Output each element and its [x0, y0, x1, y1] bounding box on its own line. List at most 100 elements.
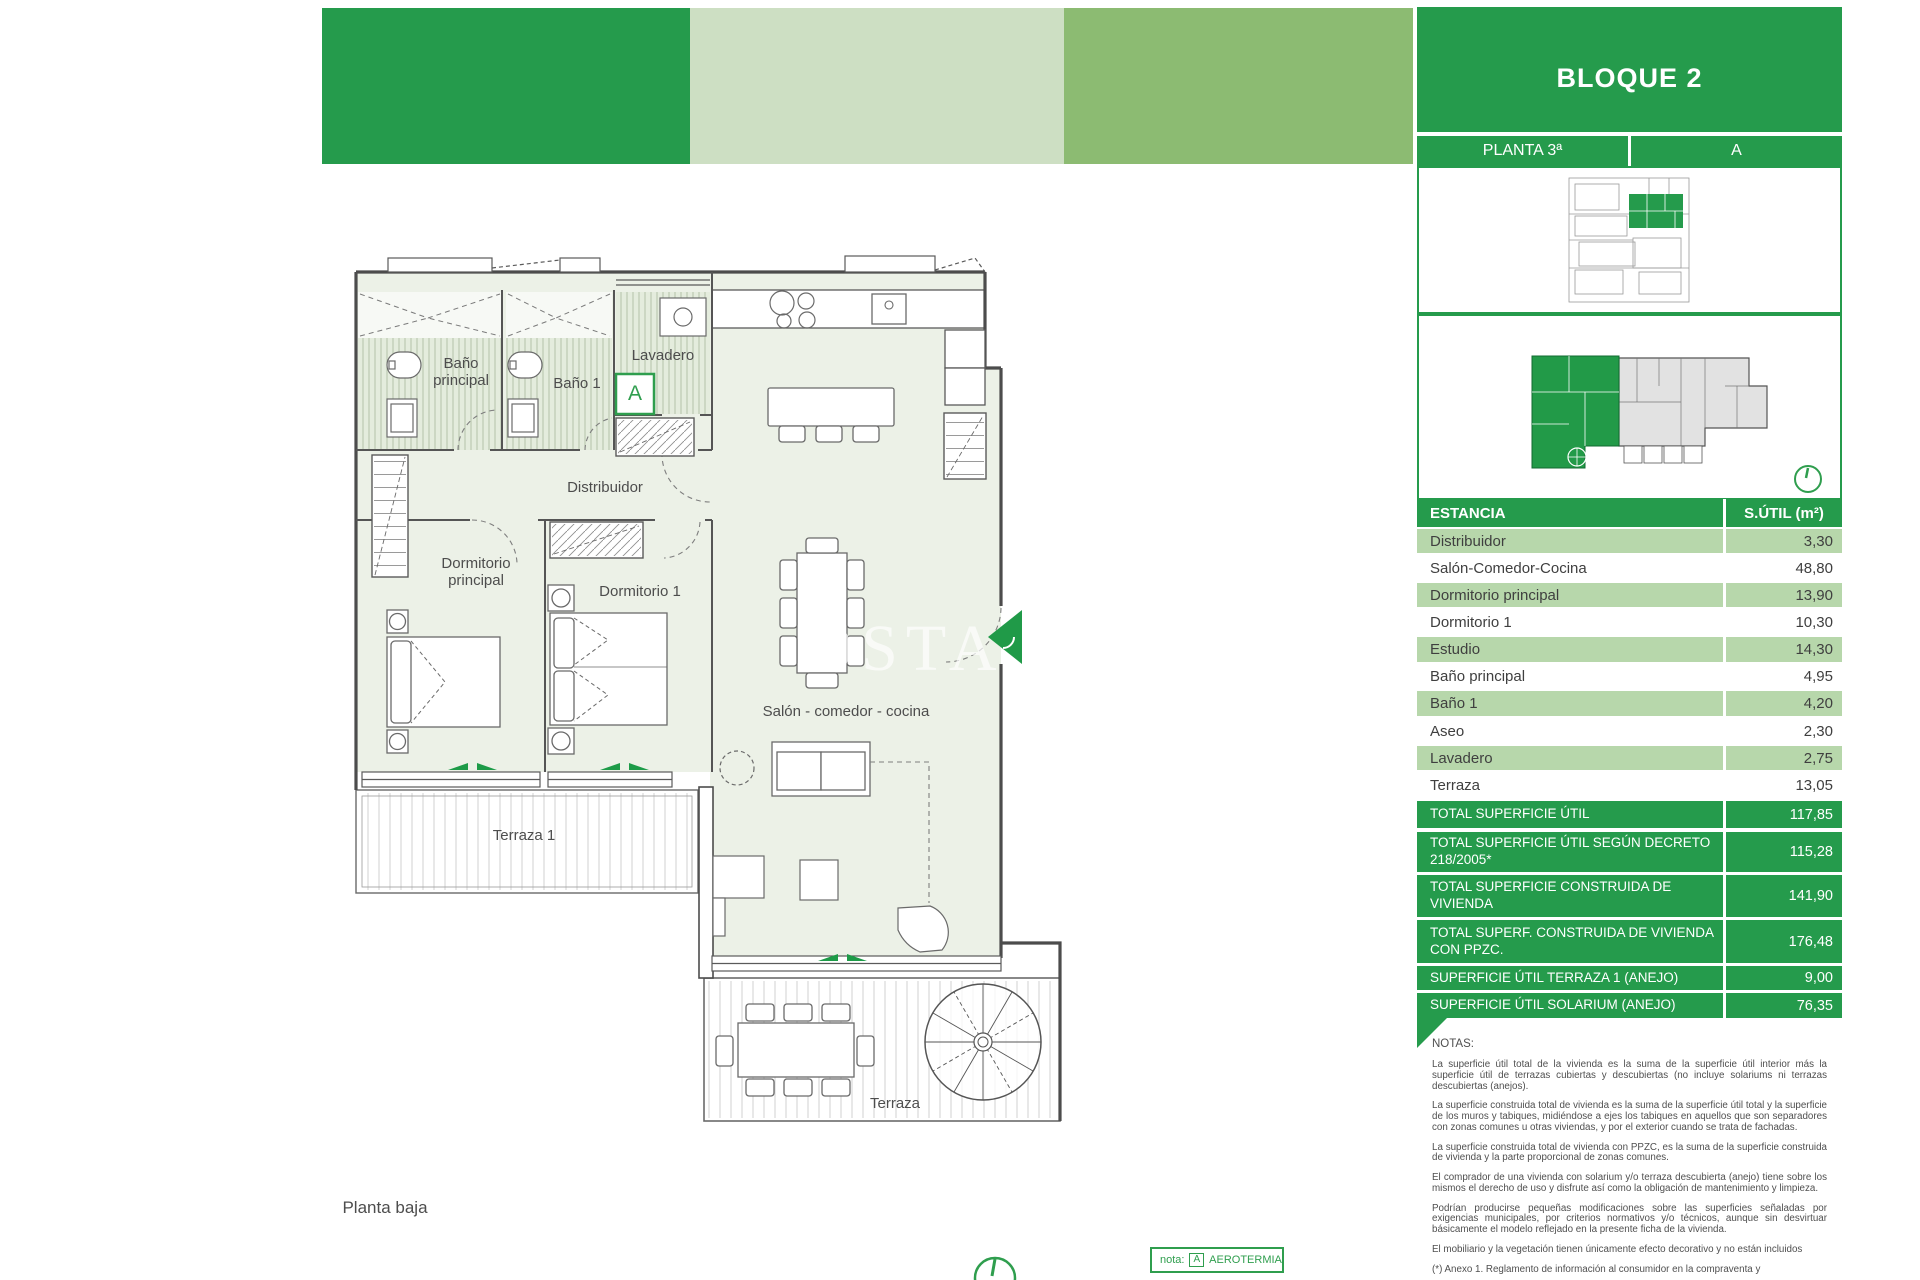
nota-text: AEROTERMIA [1209, 1254, 1282, 1266]
table-header: ESTANCIA S.ÚTIL (m²) [1417, 499, 1842, 527]
wall-band [698, 786, 714, 979]
label-bano-principal: Baño principal [433, 355, 489, 390]
cabinets-right [944, 329, 986, 406]
label-dormitorio-principal: Dormitorio principal [441, 555, 511, 590]
terraza1-area [355, 789, 699, 894]
bathroom-fixtures [386, 297, 707, 438]
parapets [387, 255, 986, 273]
total-value: 115,28 [1726, 832, 1842, 872]
threshold-arrows [448, 763, 867, 961]
table-row: Estudio 14,30 [1417, 637, 1842, 662]
wardrobes [549, 417, 695, 559]
total-row: TOTAL SUPERFICIE ÚTIL 117,85 [1417, 801, 1842, 828]
label-bano1: Baño 1 [553, 375, 601, 392]
spiral-stair [924, 983, 1042, 1101]
table-row: Distribuidor 3,30 [1417, 529, 1842, 553]
windows [361, 279, 1002, 972]
band-dark-green [322, 8, 690, 164]
total-label: SUPERFICIE ÚTIL TERRAZA 1 (ANEJO) [1417, 966, 1723, 990]
row-value: 10,30 [1726, 610, 1842, 635]
note-paragraph: La superficie construida total de vivien… [1432, 1141, 1827, 1164]
col-sutil: S.ÚTIL (m²) [1726, 499, 1842, 527]
total-row: TOTAL SUPERFICIE ÚTIL SEGÚN DECRETO 218/… [1417, 832, 1842, 872]
unit-highlight [1531, 355, 1620, 469]
total-value: 141,90 [1726, 875, 1842, 917]
table-row: Dormitorio principal 13,90 [1417, 583, 1842, 607]
row-label: Estudio [1417, 637, 1723, 662]
kitchen-island [767, 387, 895, 443]
row-value: 4,95 [1726, 664, 1842, 689]
total-row: TOTAL SUPERFICIE CONSTRUIDA DE VIVIENDA … [1417, 875, 1842, 917]
compass-icon [973, 1256, 1017, 1280]
table-row: Aseo 2,30 [1417, 719, 1842, 743]
total-label: TOTAL SUPERFICIE ÚTIL [1417, 801, 1723, 828]
notes-title: NOTAS: [1432, 1038, 1474, 1050]
col-estancia: ESTANCIA [1417, 499, 1723, 527]
unit-label: A [1631, 136, 1842, 166]
side-table [719, 750, 755, 786]
note-paragraph: Podrían producirse pequeñas modificacion… [1432, 1202, 1827, 1236]
panel-subheader: PLANTA 3ª A [1417, 136, 1842, 166]
row-value: 3,30 [1726, 529, 1842, 553]
label-terraza1: Terraza 1 [492, 827, 556, 844]
row-value: 2,75 [1726, 746, 1842, 770]
label-salon: Salón - comedor - cocina [762, 703, 930, 720]
label-distribuidor: Distribuidor [567, 479, 643, 496]
table-row: Dormitorio 1 10,30 [1417, 610, 1842, 635]
table-row: Lavadero 2,75 [1417, 746, 1842, 770]
rug-outline [870, 761, 930, 903]
door-arcs [457, 409, 1002, 663]
table-row: Baño 1 4,20 [1417, 691, 1842, 716]
table-row: Baño principal 4,95 [1417, 664, 1842, 689]
nota-prefix: nota: [1160, 1254, 1185, 1266]
row-label: Salón-Comedor-Cocina [1417, 556, 1723, 580]
aerotermia-box [614, 372, 656, 416]
block-title: BLOQUE 2 [1556, 63, 1703, 93]
outdoor-table [715, 1003, 875, 1097]
table-row: Salón-Comedor-Cocina 48,80 [1417, 556, 1842, 580]
note-paragraph: El comprador de una vivienda con solariu… [1432, 1172, 1827, 1194]
note-paragraph: La superficie útil total de la vivienda … [1432, 1059, 1827, 1092]
stair-left [371, 454, 409, 578]
row-label: Terraza [1417, 773, 1723, 797]
total-row: SUPERFICIE ÚTIL SOLARIUM (ANEJO) 76,35 [1417, 993, 1842, 1018]
note-paragraph: La superficie construida total de vivien… [1432, 1100, 1827, 1133]
panel-header: BLOQUE 2 [1417, 7, 1842, 132]
label-terraza: Terraza [869, 1095, 921, 1112]
row-label: Aseo [1417, 719, 1723, 743]
label-planta-baja: Planta baja [342, 1198, 428, 1217]
band-mid-green [1064, 8, 1413, 164]
kitchen-counter [711, 289, 986, 329]
total-label: TOTAL SUPERFICIE CONSTRUIDA DE VIVIENDA [1417, 875, 1723, 917]
row-label: Dormitorio 1 [1417, 610, 1723, 635]
row-value: 13,90 [1726, 583, 1842, 607]
bubble-tail [1417, 1018, 1447, 1048]
notes-section: NOTAS: La superficie útil total de la vi… [1432, 1038, 1827, 1280]
band-pale-green [690, 8, 1064, 164]
sofa [771, 741, 871, 797]
row-label: Distribuidor [1417, 529, 1723, 553]
note-paragraph: El mobiliario y la vegetación tienen úni… [1432, 1243, 1803, 1255]
site-plan-drawing [1568, 177, 1690, 303]
kitchen-sink-icon [871, 293, 907, 325]
label-dormitorio1: Dormitorio 1 [599, 583, 681, 600]
interior-walls [356, 272, 713, 772]
row-label: Baño principal [1417, 664, 1723, 689]
label-lavadero: Lavadero [631, 347, 695, 364]
total-label: TOTAL SUPERF. CONSTRUIDA DE VIVIENDA CON… [1417, 920, 1723, 963]
floor-key-drawing [1531, 355, 1822, 493]
row-value: 2,30 [1726, 719, 1842, 743]
entrance-logo [988, 610, 1022, 664]
row-value: 4,20 [1726, 691, 1842, 716]
row-label: Lavadero [1417, 746, 1723, 770]
total-label: TOTAL SUPERFICIE ÚTIL SEGÚN DECRETO 218/… [1417, 832, 1723, 872]
stair-right [943, 412, 987, 480]
mini-spiral [1567, 447, 1587, 467]
total-value: 76,35 [1726, 993, 1842, 1018]
sideboard [712, 855, 765, 937]
total-value: 117,85 [1726, 801, 1842, 828]
dining-table [779, 537, 865, 689]
watermark-text: OSTA [805, 612, 1004, 685]
